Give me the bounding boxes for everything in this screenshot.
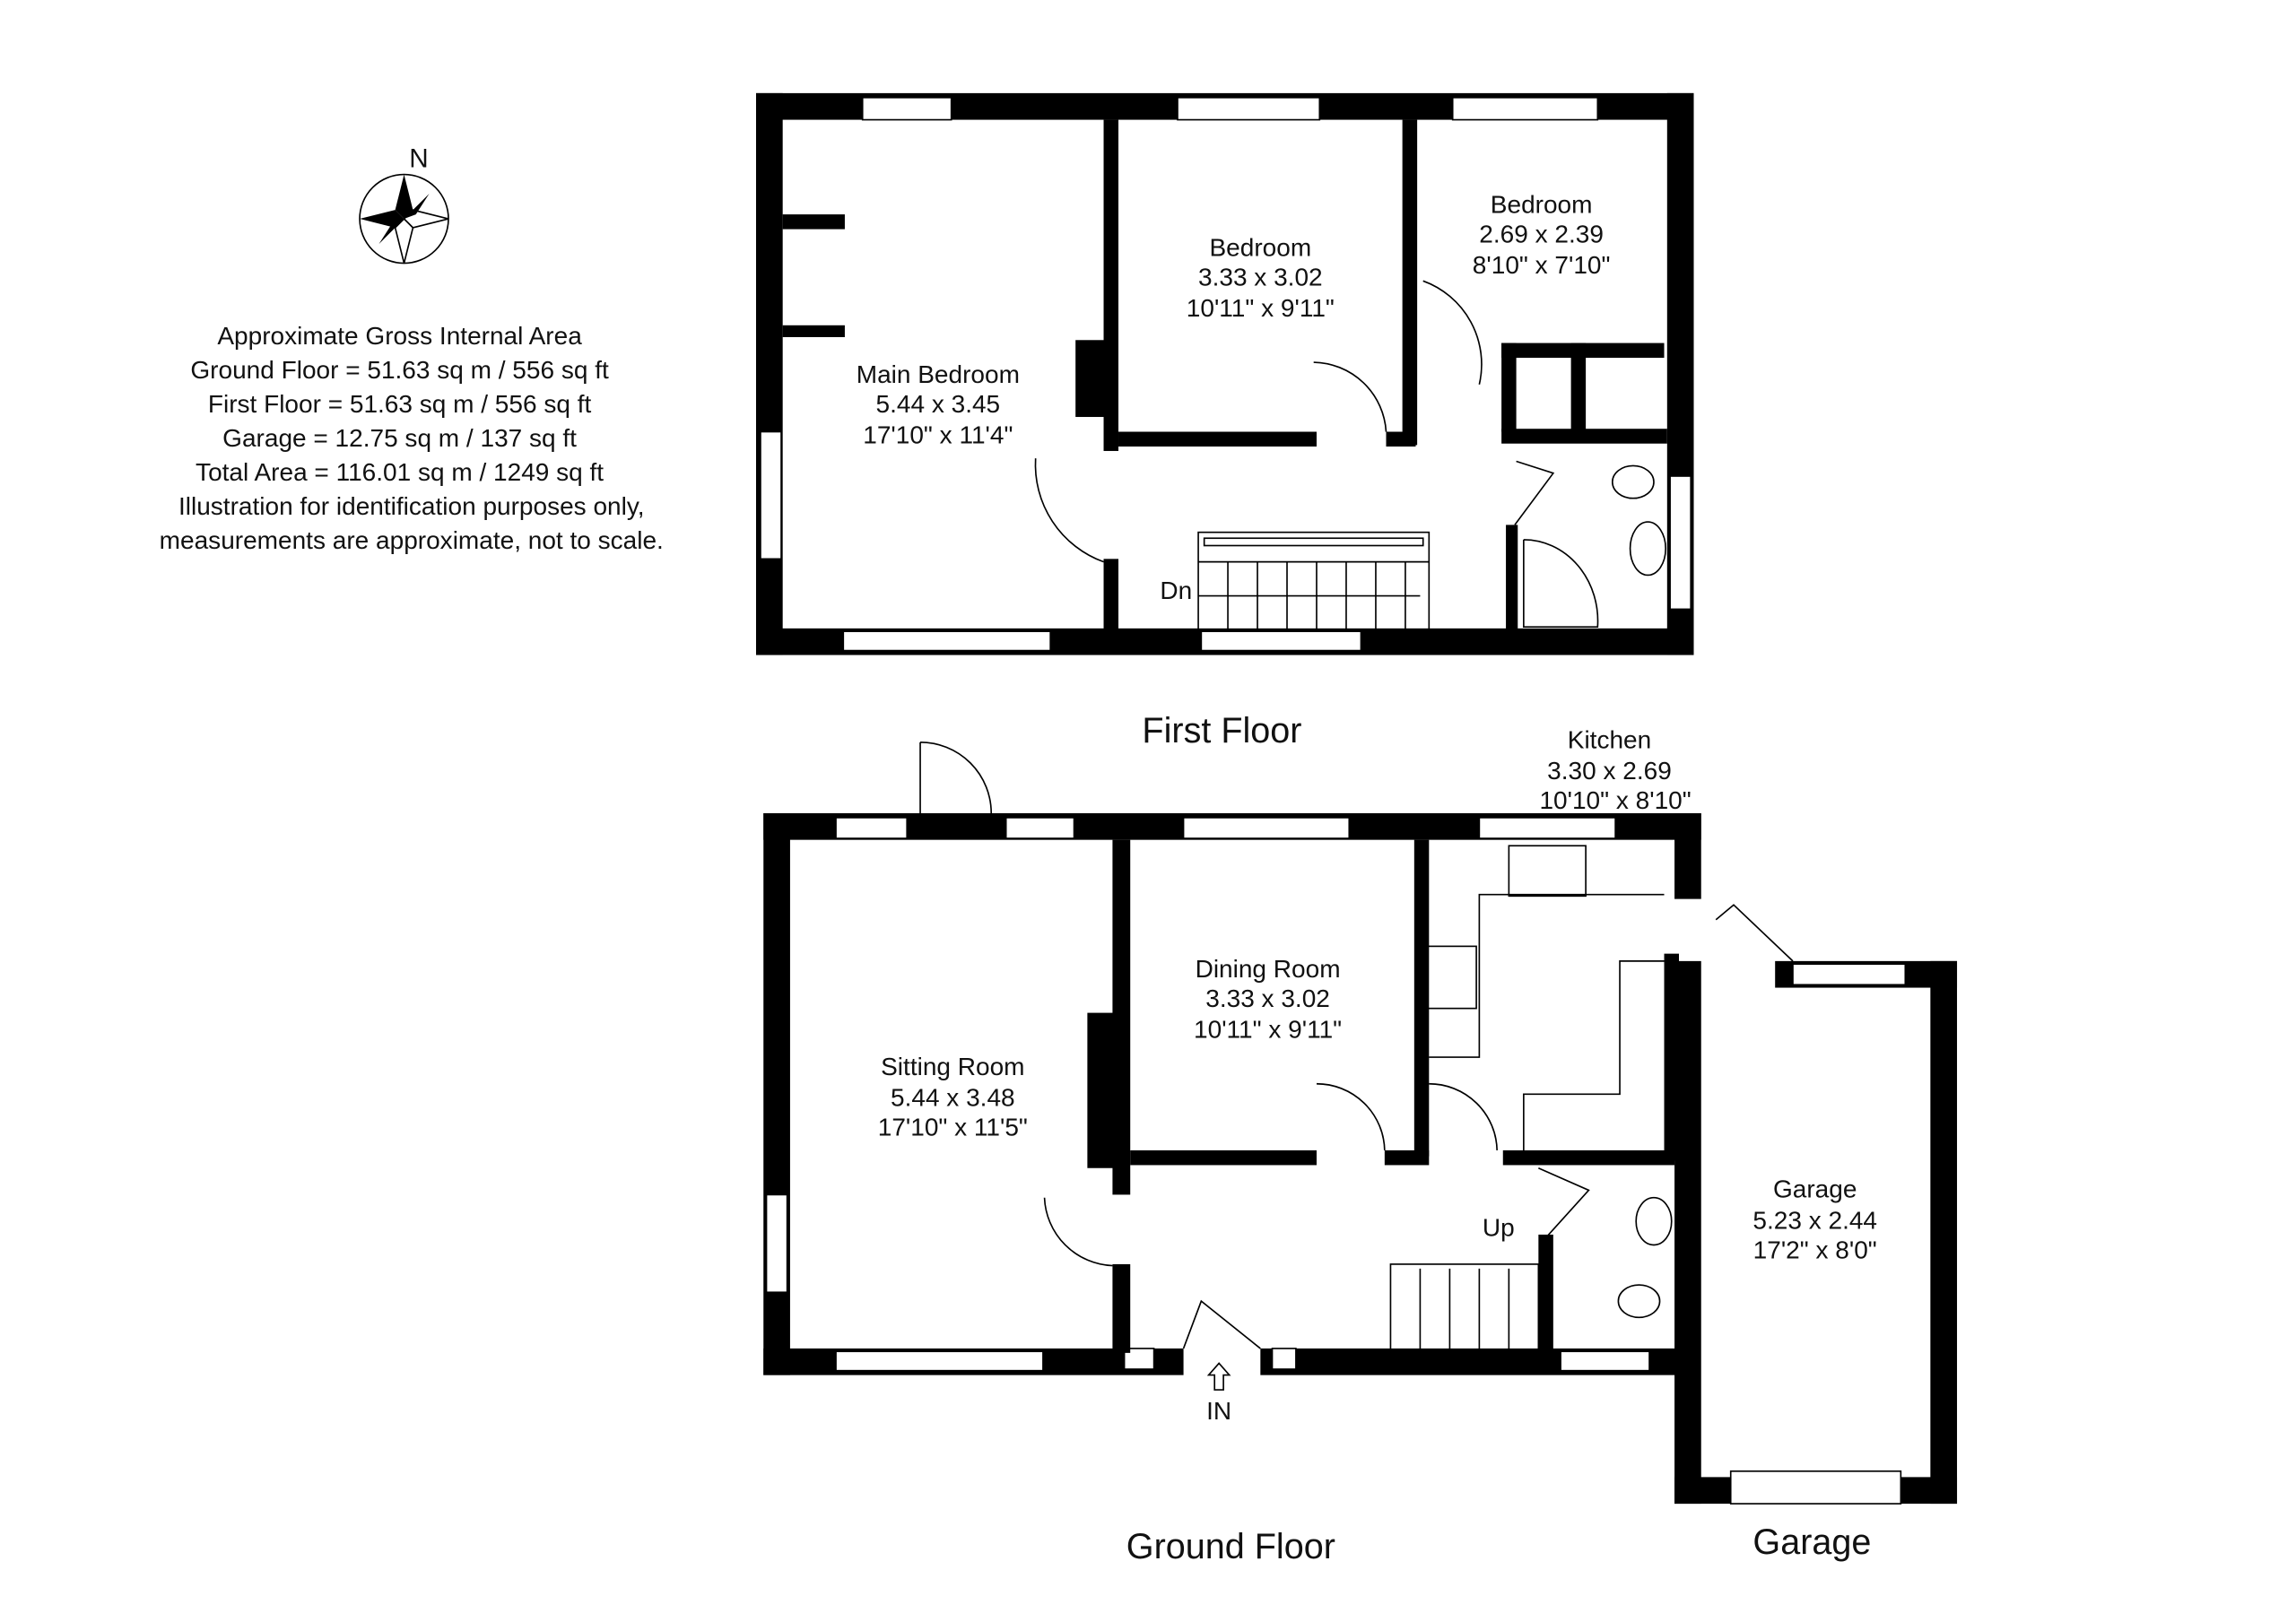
area-garage: Garage = 12.75 sq m / 137 sq ft xyxy=(222,424,577,452)
room-imperial: 17'10" x 11'4" xyxy=(863,421,1013,449)
room-metric: 3.33 x 3.02 xyxy=(1205,984,1330,1012)
room-metric: 3.30 x 2.69 xyxy=(1547,757,1672,785)
area-ground-floor: Ground Floor = 51.63 sq m / 556 sq ft xyxy=(190,356,609,384)
room-metric: 3.33 x 3.02 xyxy=(1198,263,1323,291)
room-name: Bedroom xyxy=(1209,233,1311,261)
compass-north-label: N xyxy=(409,143,428,173)
staircase xyxy=(1389,1263,1540,1351)
shower-icon xyxy=(1523,539,1599,629)
room-name: Dining Room xyxy=(1196,955,1341,983)
room-name: Sitting Room xyxy=(881,1053,1024,1080)
ground-floor-plan: Sitting Room 5.44 x 3.48 17'10" x 11'5" … xyxy=(763,725,1794,1425)
room-name: Kitchen xyxy=(1568,725,1651,753)
garage-plan: Garage 5.23 x 2.44 17'2" x 8'0" xyxy=(1674,960,1958,1505)
entrance-arrow-icon xyxy=(1206,1362,1231,1391)
area-disclaimer-1: Illustration for identification purposes… xyxy=(178,492,645,520)
area-info: Approximate Gross Internal Area Ground F… xyxy=(160,322,664,554)
ground-floor-label: Ground Floor xyxy=(1126,1527,1335,1566)
room-metric: 5.23 x 2.44 xyxy=(1752,1206,1877,1234)
area-title: Approximate Gross Internal Area xyxy=(217,322,582,350)
area-first-floor: First Floor = 51.63 sq m / 556 sq ft xyxy=(208,390,592,418)
room-imperial: 10'11" x 9'11" xyxy=(1194,1016,1342,1044)
sink-icon xyxy=(1635,1196,1673,1246)
area-disclaimer-2: measurements are approximate, not to sca… xyxy=(160,526,664,554)
room-name: Main Bedroom xyxy=(857,360,1020,388)
room-name: Bedroom xyxy=(1491,190,1593,218)
stairs-label: Dn xyxy=(1160,577,1192,604)
toilet-icon xyxy=(1611,464,1655,499)
room-metric: 2.69 x 2.39 xyxy=(1479,220,1604,247)
compass-icon xyxy=(359,173,449,265)
first-floor-label: First Floor xyxy=(1142,711,1301,750)
stairs-label: Up xyxy=(1483,1214,1515,1242)
kitchen-sink-icon xyxy=(1508,845,1587,898)
room-imperial: 8'10" x 7'10" xyxy=(1473,251,1611,279)
room-imperial: 10'11" x 9'11" xyxy=(1187,294,1335,322)
staircase xyxy=(1197,531,1431,631)
room-imperial: 17'2" x 8'0" xyxy=(1753,1236,1877,1263)
room-name: Garage xyxy=(1773,1175,1857,1203)
garage-label: Garage xyxy=(1752,1522,1871,1562)
first-floor-plan: Main Bedroom 5.44 x 3.45 17'10" x 11'4" … xyxy=(756,92,1694,655)
room-imperial: 10'10" x 8'10" xyxy=(1539,786,1691,814)
room-metric: 5.44 x 3.45 xyxy=(876,390,1001,418)
hob-icon xyxy=(1425,945,1477,1010)
area-total: Total Area = 116.01 sq m / 1249 sq ft xyxy=(196,458,604,486)
entrance-label: IN xyxy=(1206,1397,1231,1425)
toilet-icon xyxy=(1617,1284,1661,1319)
sink-icon xyxy=(1629,521,1666,577)
room-imperial: 17'10" x 11'5" xyxy=(878,1113,1028,1141)
room-metric: 5.44 x 3.48 xyxy=(891,1083,1015,1111)
